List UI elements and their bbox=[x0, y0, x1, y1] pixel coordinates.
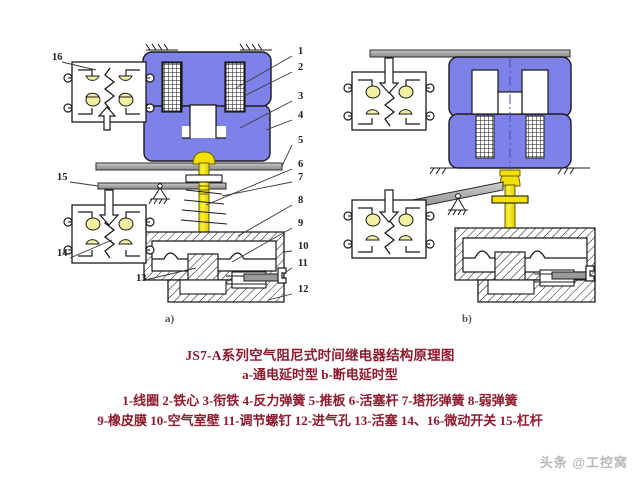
diagram-b: b) bbox=[343, 49, 596, 325]
callout-16: 16 bbox=[52, 52, 63, 63]
coil-b-right bbox=[525, 115, 545, 159]
callout-5: 5 bbox=[298, 135, 303, 146]
micro-switch-b-lower bbox=[343, 189, 435, 259]
watermark: 头条 @工控窝 bbox=[539, 455, 628, 470]
callout-8: 8 bbox=[298, 195, 303, 206]
push-plate-b bbox=[369, 49, 571, 58]
pole-gap-b bbox=[471, 69, 549, 115]
rod-cap-a bbox=[192, 151, 216, 165]
lever-ground-a bbox=[148, 198, 170, 205]
push-plate-a bbox=[95, 162, 283, 171]
adjusting-screw-b bbox=[551, 265, 595, 282]
ceiling-mount-a bbox=[145, 43, 272, 51]
callout-6: 6 bbox=[298, 159, 303, 170]
figure-subtitle: a-通电延时型 b-断电延时型 bbox=[242, 367, 398, 382]
callout-10: 10 bbox=[298, 241, 309, 252]
callout-15: 15 bbox=[57, 172, 68, 183]
callout-11: 11 bbox=[298, 258, 308, 269]
rod-collar-b bbox=[491, 195, 529, 204]
figure-legend-line-1: 1-线圈 2-铁心 3-衔铁 4-反力弹簧 5-推板 6-活塞杆 7-塔形弹簧 … bbox=[122, 393, 518, 408]
subfigure-b-label: b) bbox=[462, 313, 472, 325]
piston-b bbox=[494, 251, 526, 285]
figure-legend-line-2: 9-橡皮膜 10-空气室壁 11-调节螺钉 12-进气孔 13-活塞 14、16… bbox=[97, 413, 543, 428]
callout-3: 3 bbox=[298, 91, 303, 102]
micro-switch-b-upper bbox=[343, 57, 435, 131]
rod-neck-b bbox=[499, 169, 521, 177]
callout-13: 13 bbox=[136, 273, 147, 284]
callout-1: 1 bbox=[298, 46, 303, 57]
switch-14-plunger bbox=[98, 189, 120, 226]
rod-collar-a bbox=[185, 174, 223, 183]
callout-9: 9 bbox=[298, 218, 303, 229]
callout-12: 12 bbox=[298, 284, 309, 295]
callout-leaders-a bbox=[61, 55, 293, 301]
switch-16-plunger bbox=[97, 106, 117, 131]
callout-7: 7 bbox=[298, 172, 303, 183]
coil-a-right bbox=[225, 62, 245, 112]
coil-b-left bbox=[475, 115, 495, 159]
callout-2: 2 bbox=[298, 62, 303, 73]
coil-a-left bbox=[162, 62, 182, 112]
tapered-spring-a bbox=[180, 189, 228, 225]
micro-switch-16 bbox=[63, 61, 155, 131]
iron-core-b bbox=[448, 113, 572, 169]
callout-4: 4 bbox=[298, 110, 304, 121]
ground-mount-b bbox=[429, 167, 590, 175]
switch-b-upper-plunger bbox=[378, 57, 400, 94]
adjusting-screw-a bbox=[243, 267, 287, 284]
callout-14: 14 bbox=[57, 248, 68, 259]
figure-title: JS7-A系列空气阻尼式时间继电器结构原理图 bbox=[185, 348, 455, 363]
lever-support-a bbox=[152, 187, 168, 200]
switch-b-lower-plunger bbox=[378, 189, 400, 223]
subfigure-a-label: a) bbox=[165, 313, 175, 325]
micro-switch-14 bbox=[63, 189, 155, 264]
chamber-body-b bbox=[477, 269, 596, 303]
